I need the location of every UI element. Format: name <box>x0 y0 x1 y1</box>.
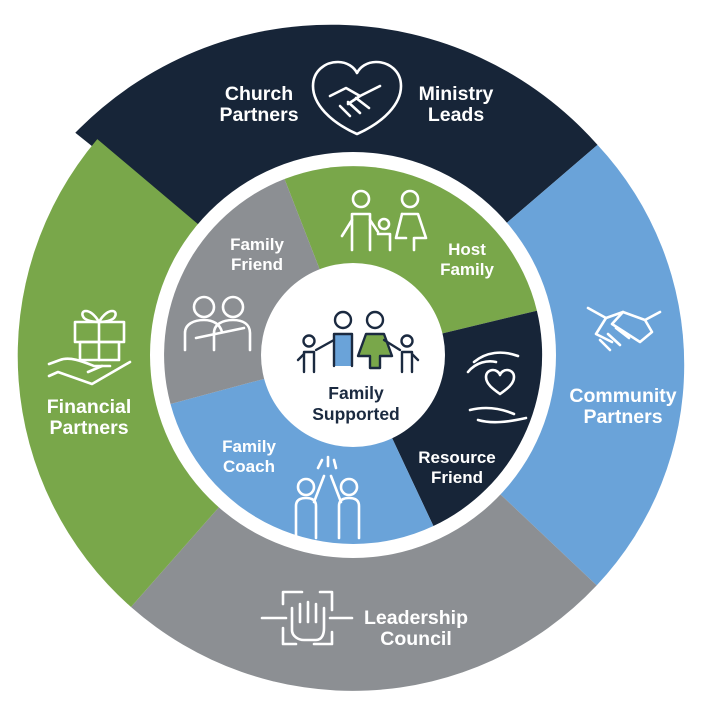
heart-in-hands-icon <box>466 351 528 424</box>
family-friend-label-line1: Family <box>230 235 284 254</box>
church-partners-label-line1: Church <box>225 83 293 105</box>
gift-in-hand-icon <box>47 309 132 386</box>
two-friends-icon <box>183 295 252 352</box>
heart-handshake-icon <box>311 60 403 136</box>
resource-friend-label-line2: Friend <box>431 468 483 487</box>
supported-family-icon <box>296 310 420 374</box>
leadership-council-label-line2: Council <box>380 628 452 650</box>
community-partners-label-line1: Community <box>569 385 676 407</box>
family-supported-label-line2: Supported <box>312 404 400 424</box>
financial-partners-label-line1: Financial <box>47 396 132 418</box>
host-family-label-line1: Host <box>448 240 486 259</box>
resource-friend-label-line1: Resource <box>418 448 495 467</box>
host-family-label-line2: Family <box>440 260 494 279</box>
family-supported-label-line1: Family <box>328 383 384 403</box>
family-coach-label-line2: Coach <box>223 457 275 476</box>
joined-hands-icon <box>260 590 354 646</box>
high-five-icon <box>294 455 361 540</box>
ministry-leads-label-line2: Leads <box>428 104 485 126</box>
community-partners-label-line2: Partners <box>583 406 662 428</box>
family-friend-label-line2: Friend <box>231 255 283 274</box>
family-coach-label-line1: Family <box>222 437 276 456</box>
handshake-icon <box>586 306 662 352</box>
leadership-council-label-line1: Leadership <box>364 607 468 629</box>
financial-partners-label-line2: Partners <box>49 417 128 439</box>
family-icon <box>340 189 428 252</box>
church-partners-label-line2: Partners <box>219 104 298 126</box>
ministry-leads-label-line1: Ministry <box>419 83 494 105</box>
